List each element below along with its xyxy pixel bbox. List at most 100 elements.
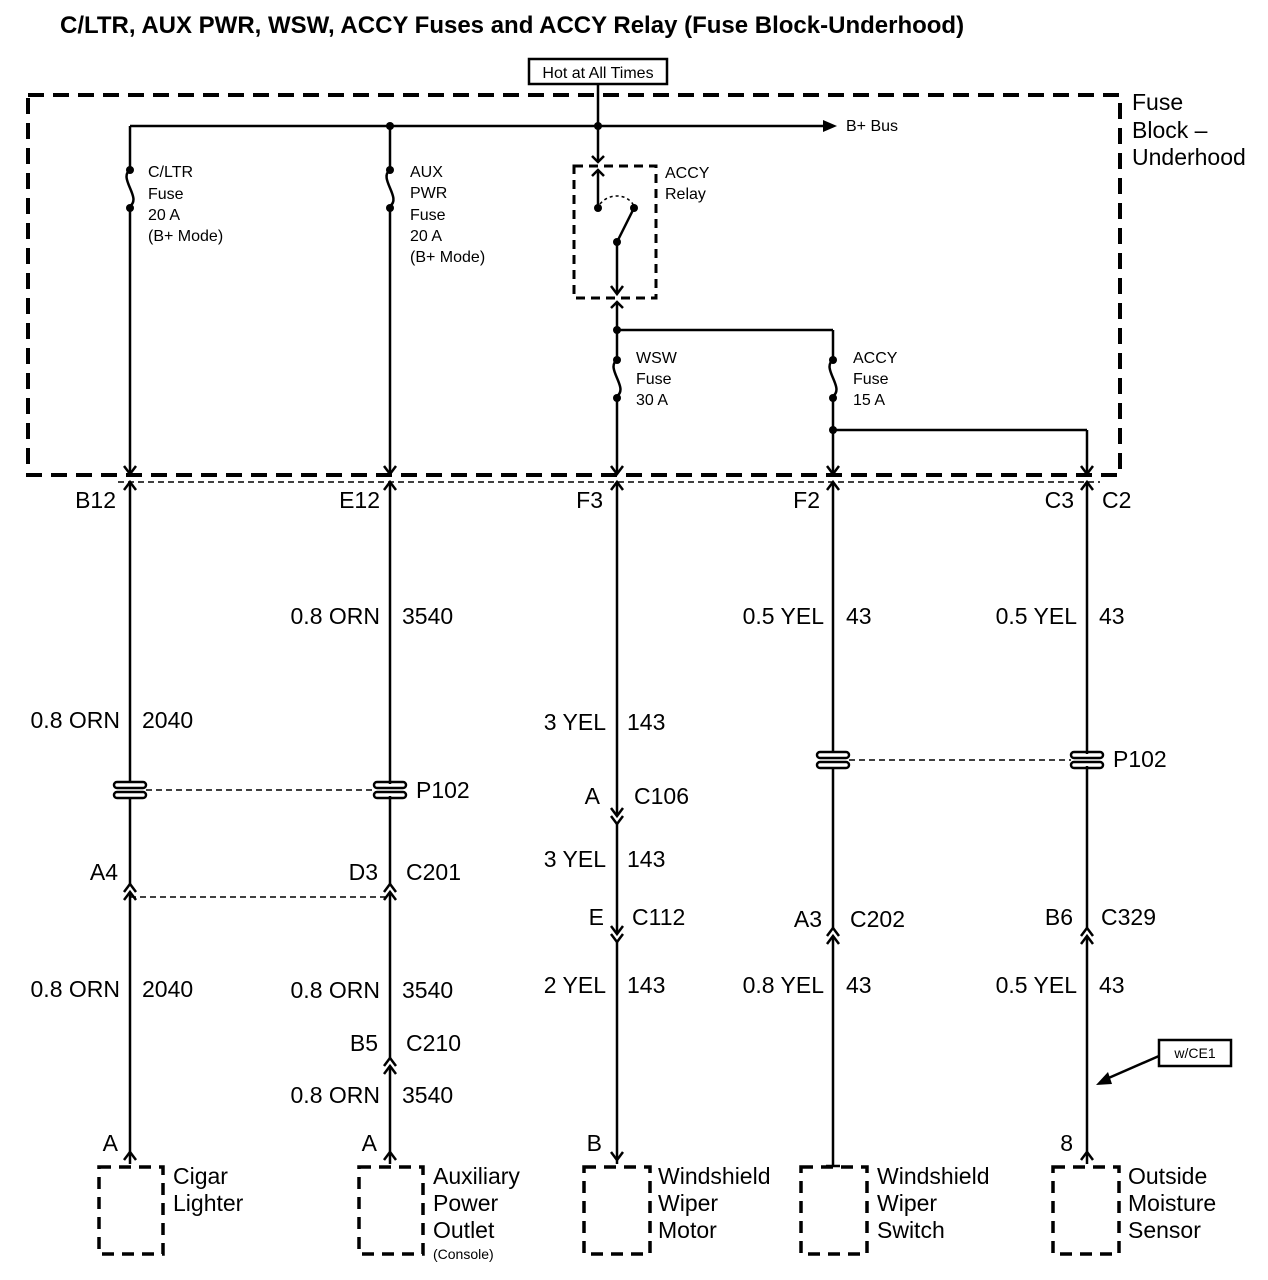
wsw-fuse-label-1: WSW xyxy=(636,350,678,367)
circuit-cigar-1: 2040 xyxy=(142,707,193,733)
cigar-lighter-pin: A xyxy=(103,1130,119,1156)
connector-c201: C201 xyxy=(406,859,461,885)
wire-color-wiper-motor-2: 3 YEL xyxy=(544,846,606,872)
wiper-motor-box xyxy=(582,1165,652,1256)
terminal-e12: E12 xyxy=(339,487,380,513)
wire-color-aux-2: 0.8 ORN xyxy=(291,977,380,1003)
wire-color-aux-3: 0.8 ORN xyxy=(291,1082,380,1108)
connector-c210: C210 xyxy=(406,1030,461,1056)
wire-color-wiper-switch-1: 0.5 YEL xyxy=(743,603,825,629)
aux-power-outlet-note: (Console) xyxy=(433,1246,494,1262)
circuit-wiper-motor-2: 143 xyxy=(627,846,665,872)
accy-fuse xyxy=(826,356,1094,477)
accy-fuse-label-2: Fuse xyxy=(853,371,889,388)
connector-b6: B6 xyxy=(1045,904,1073,930)
p102-connector-right xyxy=(815,750,1105,770)
aux-fuse-label-1: AUX xyxy=(410,164,443,181)
circuit-wiper-switch-1: 43 xyxy=(846,603,872,629)
cltr-fuse xyxy=(123,126,137,477)
wiper-motor-name-1: Windshield xyxy=(658,1163,771,1189)
p102-connector-left xyxy=(112,780,408,800)
terminal-c3: C3 xyxy=(1045,487,1074,513)
wire-color-cigar-2: 0.8 ORN xyxy=(31,976,120,1002)
wsw-fuse-label-2: Fuse xyxy=(636,371,672,388)
wsw-fuse-label-3: 30 A xyxy=(636,392,668,409)
circuit-wiper-motor-1: 143 xyxy=(627,709,665,735)
cltr-fuse-label-4: (B+ Mode) xyxy=(148,228,223,245)
circuit-cigar-2: 2040 xyxy=(142,976,193,1002)
ce1-option-callout xyxy=(1096,1038,1233,1085)
moisture-sensor-name-3: Sensor xyxy=(1128,1217,1201,1243)
connector-a3: A3 xyxy=(794,906,822,932)
aux-power-outlet-box xyxy=(357,1165,425,1256)
wiper-motor-name-2: Wiper xyxy=(658,1190,718,1216)
accy-relay xyxy=(572,126,658,330)
aux-power-outlet-name-3: Outlet xyxy=(433,1217,495,1243)
aux-fuse-label-4: 20 A xyxy=(410,228,442,245)
fuse-block-connector-pins xyxy=(123,479,1094,491)
cigar-lighter-box xyxy=(97,1165,165,1256)
moisture-sensor-box xyxy=(1051,1165,1121,1256)
connector-c329: C329 xyxy=(1101,904,1156,930)
aux-pwr-fuse xyxy=(383,126,397,477)
connector-c106: C106 xyxy=(634,783,689,809)
fuse-block-label-3: Underhood xyxy=(1132,144,1246,170)
cigar-lighter-name-2: Lighter xyxy=(173,1190,244,1216)
cigar-lighter-circuit xyxy=(123,484,137,1164)
terminal-b12: B12 xyxy=(75,487,116,513)
wire-color-cigar-1: 0.8 ORN xyxy=(31,707,120,733)
connector-a4: A4 xyxy=(90,859,118,885)
b-plus-bus-label: B+ Bus xyxy=(846,118,898,135)
wiper-motor-name-3: Motor xyxy=(658,1217,717,1243)
connector-d3: D3 xyxy=(349,859,378,885)
moisture-sensor-name-2: Moisture xyxy=(1128,1190,1216,1216)
fuse-block-outline xyxy=(26,93,1122,477)
b-plus-bus xyxy=(130,84,837,132)
wiper-switch-name-1: Windshield xyxy=(877,1163,990,1189)
cltr-fuse-label-3: 20 A xyxy=(148,207,180,224)
moisture-sensor-pin: 8 xyxy=(1060,1130,1073,1156)
wire-color-moisture-1: 0.5 YEL xyxy=(996,603,1078,629)
connector-p102-left: P102 xyxy=(416,777,470,803)
terminal-f2: F2 xyxy=(793,487,820,513)
connector-c112: C112 xyxy=(632,904,685,930)
ce1-option-label: w/CE1 xyxy=(1173,1045,1215,1061)
fuse-block-label-1: Fuse xyxy=(1132,89,1183,115)
hot-at-all-times-label: Hot at All Times xyxy=(542,65,653,82)
wire-color-moisture-2: 0.5 YEL xyxy=(996,972,1078,998)
wire-color-wiper-switch-2: 0.8 YEL xyxy=(743,972,825,998)
circuit-moisture-1: 43 xyxy=(1099,603,1125,629)
aux-power-outlet-pin: A xyxy=(362,1130,378,1156)
terminal-c2: C2 xyxy=(1102,487,1131,513)
wiper-switch-name-3: Switch xyxy=(877,1217,945,1243)
connector-c106-pin: A xyxy=(585,783,601,809)
wire-color-aux-1: 0.8 ORN xyxy=(291,603,380,629)
connector-p102-right: P102 xyxy=(1113,746,1167,772)
circuit-wiper-motor-3: 143 xyxy=(627,972,665,998)
relay-output-splice xyxy=(613,326,835,358)
circuit-aux-2: 3540 xyxy=(402,977,453,1003)
accy-relay-label-2: Relay xyxy=(665,186,706,203)
aux-fuse-label-5: (B+ Mode) xyxy=(410,249,485,266)
accy-fuse-label-1: ACCY xyxy=(853,350,898,367)
wiper-switch-name-2: Wiper xyxy=(877,1190,937,1216)
wsw-fuse xyxy=(610,356,624,477)
aux-fuse-label-3: Fuse xyxy=(410,207,446,224)
wiper-switch-circuit xyxy=(826,484,840,1168)
connector-c202: C202 xyxy=(850,906,905,932)
circuit-aux-1: 3540 xyxy=(402,603,453,629)
circuit-aux-3: 3540 xyxy=(402,1082,453,1108)
circuit-wiper-switch-2: 43 xyxy=(846,972,872,998)
aux-power-outlet-name-2: Power xyxy=(433,1190,499,1216)
wire-color-wiper-motor-1: 3 YEL xyxy=(544,709,606,735)
accy-fuse-label-3: 15 A xyxy=(853,392,885,409)
cigar-lighter-name-1: Cigar xyxy=(173,1163,228,1189)
cltr-fuse-label-2: Fuse xyxy=(148,186,184,203)
aux-fuse-label-2: PWR xyxy=(410,185,447,202)
connector-c112-pin: E xyxy=(589,904,604,930)
aux-power-outlet-circuit xyxy=(383,484,397,1164)
accy-relay-label-1: ACCY xyxy=(665,165,710,182)
wiper-motor-pin: B xyxy=(587,1130,602,1156)
wiper-motor-circuit xyxy=(610,484,624,1164)
